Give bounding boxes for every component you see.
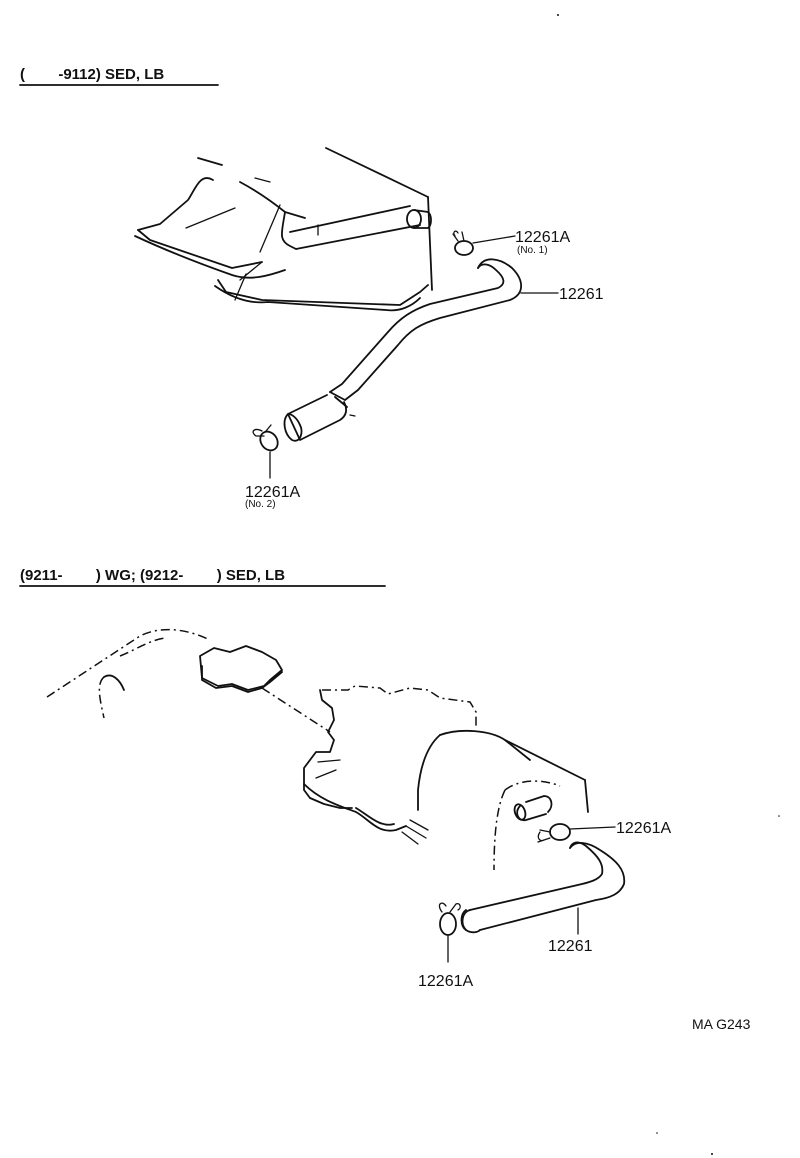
engine-block (303, 685, 589, 871)
label-clamp-no2: 12261A (245, 484, 300, 501)
cap-dashed-link (261, 687, 331, 733)
clamp-upper (537, 823, 616, 843)
section1: ( -9112) SED, LB (19, 66, 604, 510)
filler-cap (199, 645, 283, 693)
hose-mark (349, 414, 356, 417)
clamp-lower (438, 902, 461, 963)
hose-12261-lower (460, 841, 626, 935)
label-clamp-upper: 12261A (616, 820, 671, 837)
section2-heading: (9211- ) WG; (9212- ) SED, LB (20, 567, 285, 584)
label-clamp-no1-note: (No. 1) (517, 245, 548, 256)
label-clamp-no1: 12261A (515, 229, 570, 246)
label-clamp-no2-note: (No. 2) (245, 499, 276, 510)
engine-body-outline (134, 147, 433, 312)
section1-heading: ( -9112) SED, LB (20, 66, 164, 83)
body-outline-left (46, 628, 211, 719)
clamp-no2 (252, 424, 279, 479)
hose-12261-upper (283, 258, 559, 442)
clamp-no1 (452, 230, 516, 256)
reference-code: MA G243 (692, 1016, 751, 1032)
scan-specks (557, 14, 780, 1155)
pipe-outlet (406, 209, 432, 229)
label-clamp-lower: 12261A (418, 973, 473, 990)
section2: (9211- ) WG; (9212- ) SED, LB (19, 567, 671, 990)
pipe-stub (513, 795, 553, 822)
label-hose-upper: 12261 (559, 286, 604, 303)
label-hose-lower: 12261 (548, 938, 593, 955)
